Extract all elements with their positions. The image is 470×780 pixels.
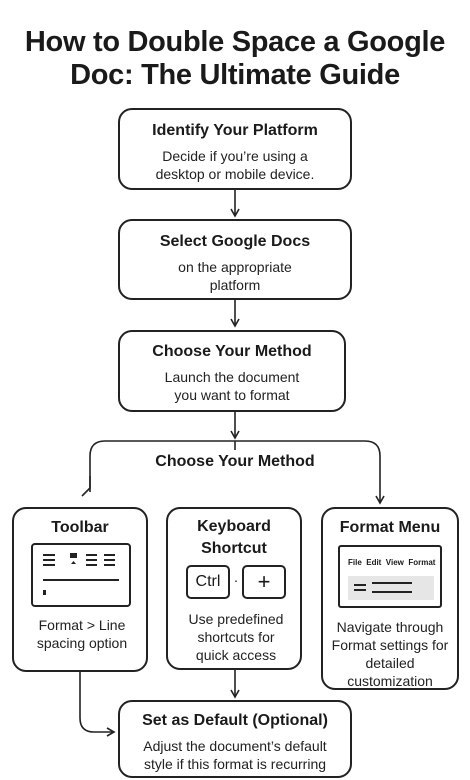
step-identify-platform: Identify Your Platform Decide if you’re … [118, 108, 352, 190]
ctrl-key: Ctrl [186, 565, 230, 599]
option-heading: Format Menu [339, 519, 441, 536]
menu-bar: File Edit View Format [348, 558, 435, 567]
option-heading: Keyboard Shortcut [197, 518, 271, 557]
step-heading: Identify Your Platform [152, 122, 318, 139]
menu-file: File [348, 558, 362, 567]
branch-label: Choose Your Method [135, 453, 335, 473]
diagram-title: How to Double Space a Google Doc: The Ul… [24, 26, 446, 91]
step-description: Launch the document you want to format [164, 369, 300, 403]
step-heading: Select Google Docs [159, 233, 311, 250]
option-description: Format > Line spacing option [36, 617, 128, 651]
menu-dropdown [348, 576, 434, 600]
menu-view: View [385, 558, 404, 567]
step-description: Adjust the document’s default style if t… [143, 738, 327, 772]
line-spacing-lines [354, 582, 412, 593]
arrow-to-toolbar [81, 476, 91, 497]
step-heading: Choose Your Method [152, 343, 312, 360]
step-set-as-default: Set as Default (Optional) Adjust the doc… [118, 700, 352, 778]
key-separator: · [233, 572, 239, 588]
arrow-toolbar-final [79, 672, 116, 737]
format-menu-illustration: File Edit View Format [338, 545, 442, 608]
option-keyboard-shortcut: Keyboard Shortcut Ctrl · + Use predefine… [166, 507, 302, 670]
step-description: Decide if you’re using a desktop or mobi… [155, 148, 315, 182]
option-description: Navigate through Format settings for det… [331, 619, 449, 689]
step-heading: Set as Default (Optional) [142, 712, 328, 729]
align-icons [43, 553, 119, 595]
step-select-google-docs: Select Google Docs on the appropriate pl… [118, 219, 352, 300]
option-format-menu: Format Menu File Edit View Format Naviga… [321, 507, 459, 690]
option-toolbar: Toolbar Format > Line spacing option [12, 507, 148, 672]
toolbar-illustration [31, 543, 131, 607]
step-description: on the appropriate platform [178, 259, 292, 293]
plus-key: + [242, 565, 286, 599]
menu-format: Format [408, 558, 436, 567]
option-description: Use predefined shortcuts for quick acces… [188, 611, 284, 663]
step-choose-method: Choose Your Method Launch the document y… [118, 330, 346, 412]
option-heading: Toolbar [51, 519, 109, 536]
menu-edit: Edit [366, 558, 382, 567]
